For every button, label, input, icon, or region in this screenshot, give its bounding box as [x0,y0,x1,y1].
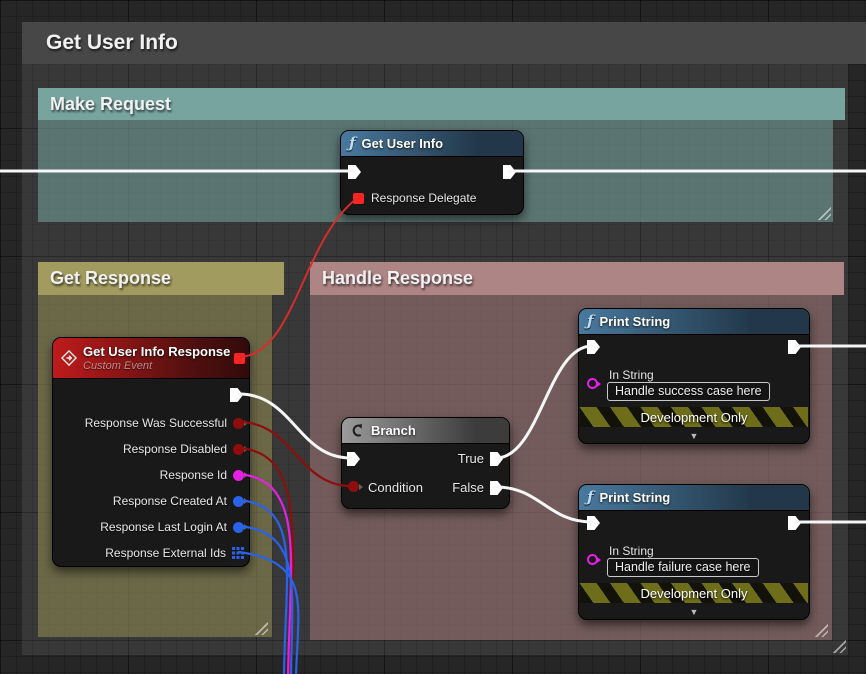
node-header[interactable]: Get User Info Response Custom Event [53,338,249,379]
in-string-pin[interactable] [587,378,601,389]
comment-make-request-header[interactable]: Make Request [38,88,845,120]
banner-label: Development Only [640,585,748,601]
pin-label: Response Was Successful [84,416,227,430]
struct-pin[interactable] [233,521,248,533]
pin-label: Response Disabled [122,442,227,456]
node-header[interactable]: ƒ Print String [579,309,809,335]
exec-out-pin[interactable] [230,388,243,402]
node-title: Get User Info Response [83,344,231,359]
pin-label: Response External Ids [105,546,226,560]
pin-row: Response Id [53,462,248,488]
pin-row: Response Created At [53,488,248,514]
pin-label: Response Id [159,468,227,482]
response-delegate-pin[interactable] [353,193,364,204]
string-pin[interactable] [233,469,248,481]
node-branch[interactable]: Branch Condition True False [341,417,510,509]
comment-title: Get User Info [46,31,178,54]
true-exec-pin[interactable] [490,452,503,466]
false-exec-pin[interactable] [490,481,503,495]
comment-handle-response-header[interactable]: Handle Response [310,262,844,295]
exec-out-pin[interactable] [503,165,516,179]
node-header[interactable]: ƒ Print String [579,485,809,511]
banner-label: Development Only [640,409,748,425]
pin-label: False [452,480,484,495]
delegate-out-pin[interactable] [234,353,245,364]
comment-get-user-info-header[interactable]: Get User Info [22,22,866,64]
pin-label: Condition [368,480,423,495]
exec-in-pin[interactable] [348,165,361,179]
branch-icon [352,423,362,437]
condition-pin[interactable] [348,481,363,492]
comment-title: Make Request [50,93,172,114]
pin-label: Response Last Login At [100,520,227,534]
pin-row: Response Disabled [53,436,248,462]
node-title: Print String [599,314,671,329]
expand-node-icon[interactable]: ▼ [689,607,699,617]
development-only-banner: Development Only [580,583,808,603]
node-header[interactable]: Branch [342,418,509,444]
pin-label: In String [609,368,654,382]
expand-node-icon[interactable]: ▼ [689,431,699,441]
exec-in-pin[interactable] [587,340,600,354]
pin-label: In String [609,544,654,558]
string-value-input[interactable]: Handle success case here [607,382,770,401]
comment-title: Get Response [50,268,172,288]
custom-event-icon [61,350,77,366]
pin-label: Response Created At [112,494,227,508]
exec-out-pin[interactable] [788,516,801,530]
node-title: Print String [599,490,671,505]
function-icon: ƒ [587,312,594,330]
node-title: Get User Info [361,136,444,151]
pin-row: Response Was Successful [53,410,248,436]
comment-title: Handle Response [322,268,474,288]
exec-out-pin[interactable] [788,340,801,354]
node-get-user-info-response[interactable]: Get User Info Response Custom Event Resp… [52,337,250,567]
in-string-pin[interactable] [587,554,601,565]
pin-row: Response Last Login At [53,514,248,540]
string-value-input[interactable]: Handle failure case here [607,558,759,577]
node-get-user-info[interactable]: ƒ Get User Info Response Delegate [340,130,524,215]
exec-in-pin[interactable] [347,452,360,466]
map-pin[interactable] [232,547,244,559]
node-header[interactable]: ƒ Get User Info [341,131,523,157]
struct-pin[interactable] [233,495,248,507]
pin-label: Response Delegate [371,191,477,205]
pin-label: True [457,451,484,466]
function-icon: ƒ [349,134,356,152]
function-icon: ƒ [587,488,594,506]
node-print-string-failure[interactable]: ƒ Print String In String Handle failure … [578,484,810,620]
bool-pin[interactable] [233,417,248,429]
node-title: Branch [371,423,416,438]
node-print-string-success[interactable]: ƒ Print String In String Handle success … [578,308,810,444]
pin-row: Response External Ids [53,540,244,566]
development-only-banner: Development Only [580,407,808,427]
comment-get-response-header[interactable]: Get Response [38,262,284,295]
bool-pin[interactable] [233,443,248,455]
node-subtitle: Custom Event [83,360,153,372]
exec-in-pin[interactable] [587,516,600,530]
